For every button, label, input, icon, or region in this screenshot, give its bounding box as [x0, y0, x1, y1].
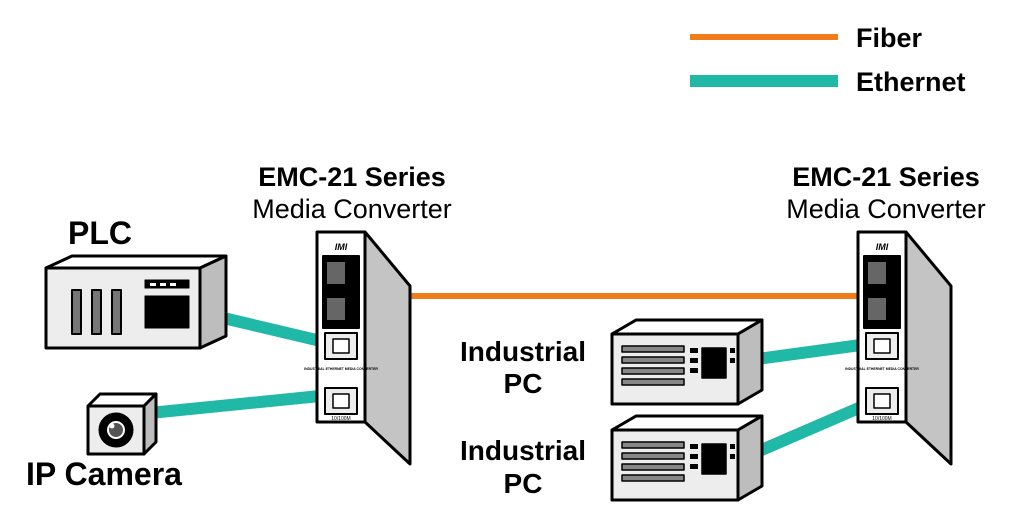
industrial-pc-2-icon: [610, 414, 764, 502]
legend-ethernet-label: Ethernet: [856, 67, 966, 97]
converter-right-series: EMC-21 Series: [792, 162, 980, 192]
legend-fiber-label: Fiber: [856, 23, 923, 53]
converter-right-logo: IMI: [876, 242, 889, 252]
media-converter-left-icon: [315, 230, 412, 466]
ethernet-link-pc-2: [747, 398, 871, 461]
converter-left-series: EMC-21 Series: [258, 162, 446, 192]
converter-right-type: Media Converter: [786, 194, 986, 224]
industrial-pc-1-icon: [610, 318, 764, 406]
plc-icon: [44, 254, 228, 350]
media-converter-right-icon: [856, 230, 953, 466]
converter-right-front-text: INDUSTRIAL ETHERNET MEDIA CONVERTER: [845, 367, 919, 371]
ip-camera-label: IP Camera: [26, 456, 182, 492]
converter-left-logo: IMI: [335, 242, 348, 252]
ethernet-link-pc-1: [749, 338, 869, 366]
converter-left-speed: 10/100M: [331, 416, 350, 422]
industrial-pc-2-label-line1: Industrial: [459, 435, 586, 466]
industrial-pc-1-label-line1: Industrial: [459, 336, 586, 367]
industrial-pc-1-label-line2: PC: [503, 368, 543, 399]
ip-camera-icon: [86, 392, 158, 456]
converter-right-speed: 10/100M: [872, 416, 891, 422]
converter-left-type: Media Converter: [252, 194, 452, 224]
industrial-pc-2-label-line2: PC: [503, 468, 543, 499]
plc-label: PLC: [68, 215, 132, 251]
converter-left-front-text: INDUSTRIAL ETHERNET MEDIA CONVERTER: [304, 367, 378, 371]
ethernet-link-camera: [149, 390, 321, 419]
